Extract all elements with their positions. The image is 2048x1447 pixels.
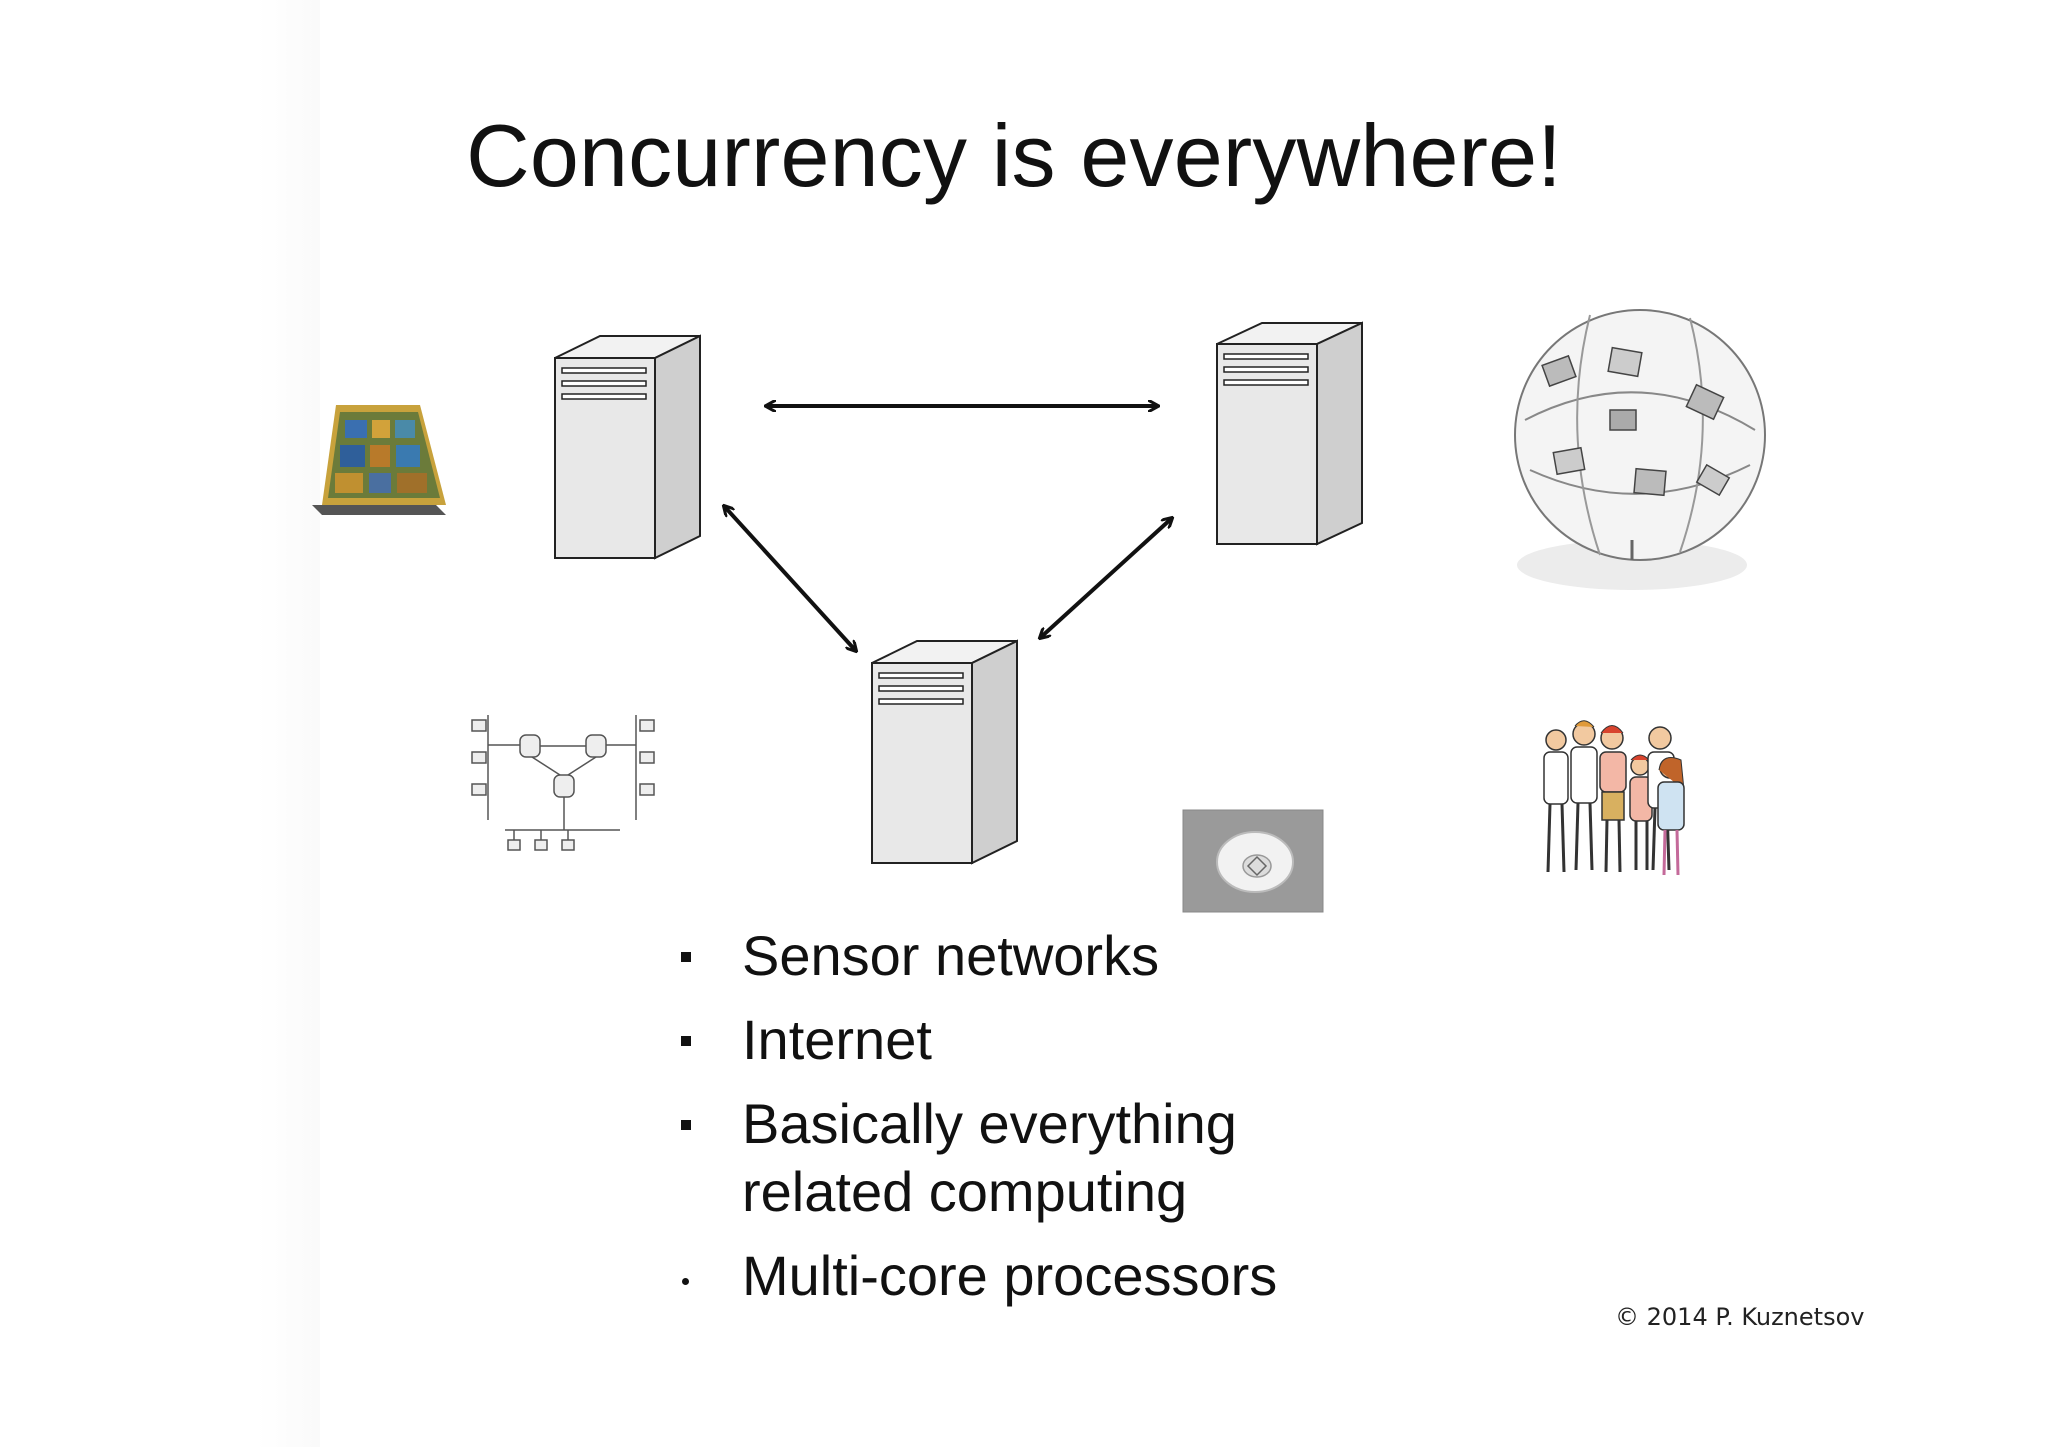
bullet-list: Sensor networks Internet Basically every…: [672, 922, 1472, 1326]
background-shade: [0, 0, 320, 1447]
bullet-text: Basically everything related computing: [742, 1092, 1237, 1223]
bullet-text: Internet: [742, 1008, 932, 1071]
network-diagram-image: [470, 715, 658, 865]
cpu-chip-image: [312, 405, 446, 515]
copyright-notice: © 2014 P. Kuznetsov: [1615, 1303, 1865, 1331]
slide-title: Concurrency is everywhere!: [466, 106, 1562, 205]
bullet-item: Internet: [672, 1006, 1472, 1074]
bullet-text: Sensor networks: [742, 924, 1160, 987]
server-tower-icon: [1216, 321, 1363, 546]
bullet-text: Multi-core processors: [742, 1244, 1278, 1307]
bullet-item: Basically everything related computing: [672, 1090, 1302, 1226]
bullet-item: Multi-core processors: [672, 1242, 1472, 1310]
network-globe-sketch-image: [1514, 309, 1766, 590]
people-cartoon-image: [1543, 720, 1685, 876]
server-tower-icon: [554, 334, 701, 560]
smoke-detector-image: [1182, 809, 1324, 913]
bullet-item: Sensor networks: [672, 922, 1472, 990]
double-arrow-icon: [1040, 518, 1172, 638]
server-tower-icon: [871, 639, 1018, 865]
double-arrow-icon: [724, 506, 856, 651]
